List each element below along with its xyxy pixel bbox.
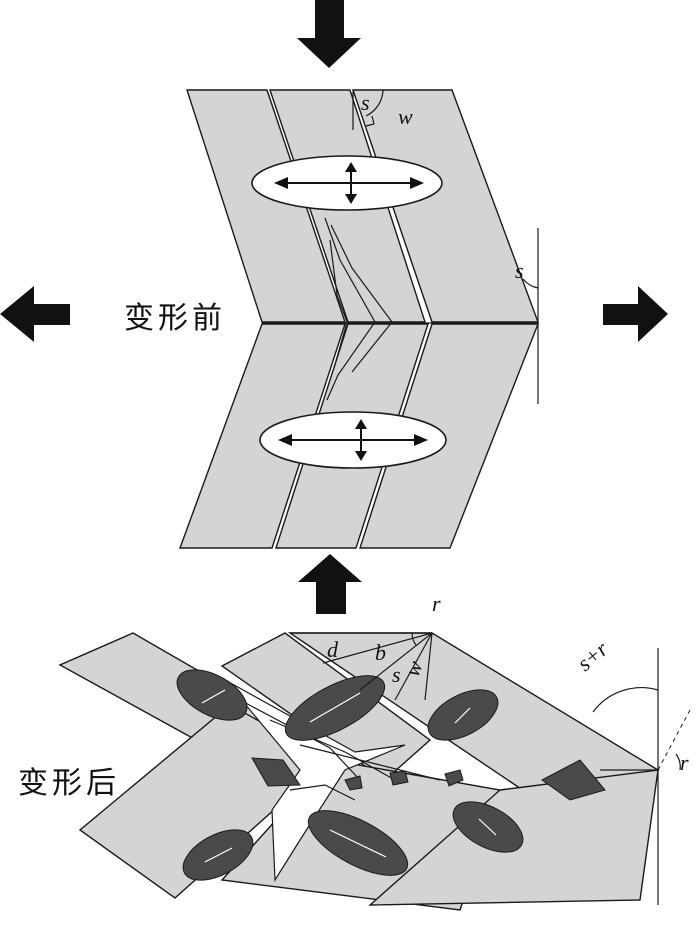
- angle-arc-s-plus-r: [592, 687, 659, 713]
- symbol-w-top: w: [398, 104, 413, 129]
- right-angle-mark: [365, 115, 375, 127]
- diagonal-reference-4: [424, 632, 433, 701]
- symbol-s-right: s: [515, 258, 524, 283]
- fracture-a: [324, 217, 376, 401]
- after-square-1: [251, 757, 301, 787]
- upper-strip-1: [186, 89, 346, 323]
- angle-arc-r-right: [675, 753, 681, 771]
- hinge-fracture-c: [299, 744, 441, 781]
- hinge-fracture-d: [289, 784, 356, 801]
- symbol-r-top: r: [432, 591, 441, 616]
- symbol-r-right: r: [680, 750, 689, 775]
- before-deformation-panel: s w s 变形前: [124, 89, 540, 549]
- strain-axes-upper: [274, 162, 424, 204]
- symbol-s-plus-r: s+r: [572, 636, 613, 676]
- after-square-2: [541, 759, 606, 801]
- strain-axes-lower: [278, 419, 428, 461]
- angle-arc-top: [365, 89, 384, 117]
- compression-arrow-bottom: [298, 554, 362, 614]
- extension-arrow-right: [603, 286, 668, 342]
- symbol-s-top: s: [361, 90, 370, 115]
- dashed-extension: [657, 709, 691, 771]
- after-label: 变形后: [18, 766, 120, 801]
- diagonal-reference-1: [322, 632, 433, 664]
- after-ellipse-arrows: [201, 689, 497, 863]
- extension-arrow-left: [0, 286, 70, 342]
- lower-strip-3: [359, 323, 540, 549]
- after-deformation-panel: r d b s w s+r r 变形后: [18, 591, 691, 911]
- fracture-c: [329, 239, 348, 369]
- diagonal-reference-3: [394, 632, 433, 701]
- symbol-s-bottom: s: [392, 662, 401, 687]
- after-ellipse-1: [176, 669, 248, 721]
- after-square-5: [444, 769, 464, 787]
- after-square-4: [389, 770, 409, 786]
- fracture-b: [330, 224, 393, 373]
- before-label: 变形前: [124, 301, 226, 336]
- symbol-b: b: [375, 640, 386, 665]
- angle-arc-right: [522, 278, 539, 289]
- hinge-fracture-a: [239, 699, 361, 781]
- diagonal-reference-2: [359, 632, 433, 691]
- symbol-d: d: [327, 637, 339, 662]
- after-square-3: [344, 775, 363, 791]
- angle-arc-r-top: [411, 632, 417, 646]
- compression-arrow-top: [297, 0, 361, 68]
